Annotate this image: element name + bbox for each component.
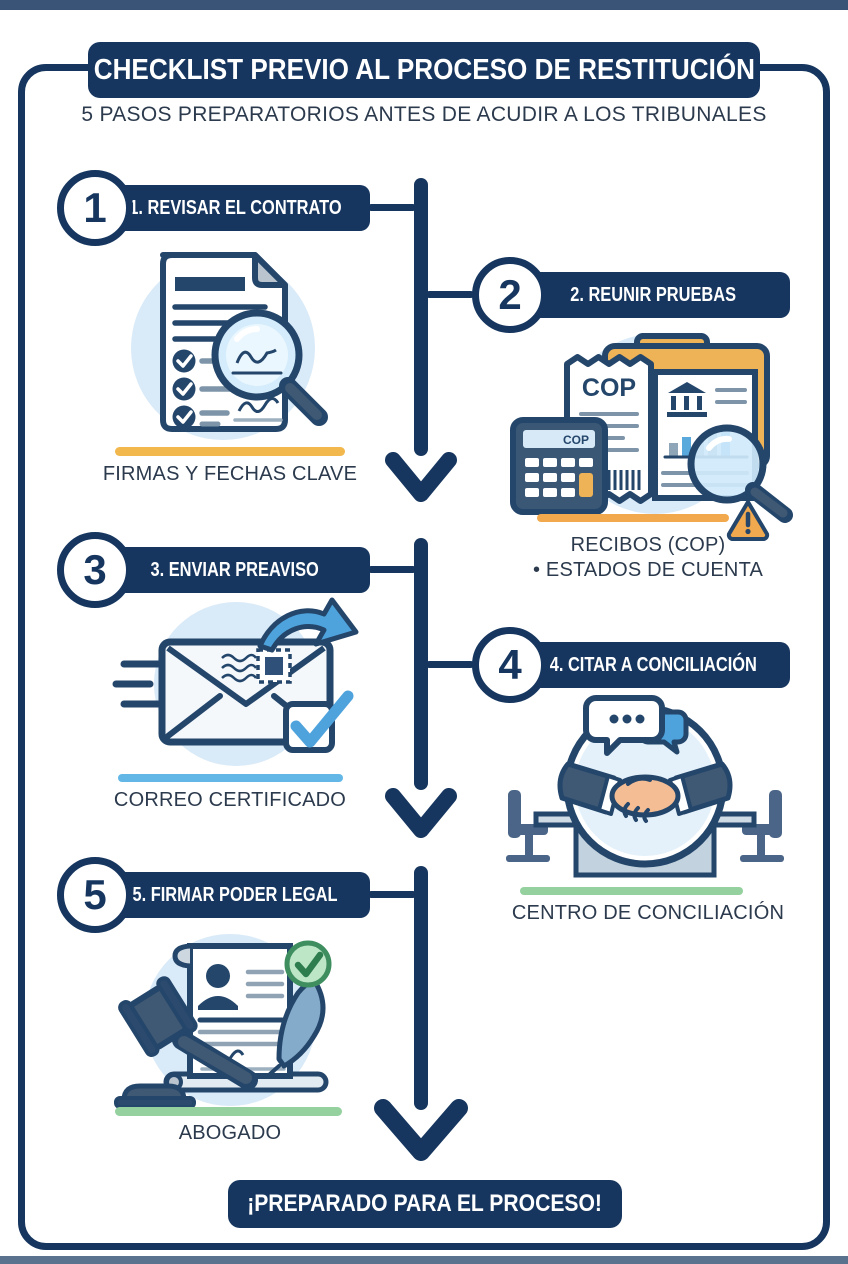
contract-magnifier-icon [131, 252, 328, 440]
step-1-underline-bar [115, 447, 345, 456]
flow-line-segment-2 [414, 538, 428, 790]
handshake-icon [557, 761, 733, 823]
flow-line-segment-1 [414, 178, 428, 456]
step-3-label: 3. ENVIAR PREAVISO [150, 558, 320, 581]
step-2-number-badge: 2 [472, 257, 548, 333]
page-title: CHECKLIST PREVIO AL PROCESO DE RESTITUCI… [88, 42, 760, 98]
signature-icon [233, 397, 283, 422]
connector-step-2 [426, 291, 474, 298]
step-3-caption: CORREO CERTIFICADO [113, 789, 347, 811]
checkbox-icon [283, 690, 354, 753]
step-5-number-badge: 5 [57, 857, 133, 933]
ready-banner: ¡PREPARADO PARA EL PROCESO! [228, 1180, 622, 1228]
avatar [198, 996, 238, 1010]
connector-step-1 [368, 204, 416, 211]
magnifier-icon [687, 424, 793, 523]
avatar [206, 964, 230, 988]
postmark-waves-icon [221, 653, 258, 683]
step-5-label-pill: 5. FIRMAR PODER LEGAL [100, 872, 370, 918]
step-3-underline-bar [118, 774, 343, 782]
step-4-label-pill: 4. CITAR A CONCILIACIÓN [516, 642, 790, 688]
bottom-edge-bar [0, 1256, 848, 1264]
step-2-underline-bar [537, 514, 729, 522]
step-3-label-pill: 3. ENVIAR PREAVISO [100, 547, 370, 593]
calculator-icon: COP [510, 417, 608, 515]
approved-check-icon [284, 940, 332, 988]
chair-icon [506, 790, 550, 862]
magnifier-icon [211, 309, 328, 426]
receipt-cop-label: COP [582, 374, 636, 402]
connector-step-5 [368, 891, 416, 898]
gavel-power-of-attorney-icon [114, 934, 332, 1109]
speed-lines-icon [112, 660, 162, 708]
calculator-display-label: COP [563, 433, 589, 447]
step-5-label: 5. FIRMAR PODER LEGAL [132, 883, 338, 906]
step-5-caption: ABOGADO [178, 1122, 282, 1144]
top-edge-bar [0, 0, 848, 10]
step-5-underline-bar [115, 1107, 342, 1116]
ready-banner-text: ¡PREPARADO PARA EL PROCESO! [247, 1190, 603, 1217]
postage-stamp-icon [221, 648, 292, 684]
down-arrow-icon [374, 1099, 468, 1161]
step-4-label: 4. CITAR A CONCILIACIÓN [549, 653, 757, 676]
step-2-label: 2. REUNIR PRUEBAS [570, 283, 736, 306]
step-3-number-badge: 3 [57, 532, 133, 608]
connector-step-3 [368, 566, 416, 573]
step-1-caption: FIRMAS Y FECHAS CLAVE [102, 463, 358, 485]
quill-pen-icon [268, 977, 326, 1076]
connector-step-4 [426, 661, 474, 668]
page-title-text: CHECKLIST PREVIO AL PROCESO DE RESTITUCI… [93, 53, 755, 86]
step-4-underline-bar [520, 887, 743, 895]
step-2-label-pill: 2. REUNIR PRUEBAS [516, 272, 790, 318]
step-2-caption: RECIBOS (COP) • ESTADOS DE CUENTA [532, 534, 764, 581]
speech-bubbles-icon [583, 695, 689, 756]
step-1-number-badge: 1 [57, 170, 133, 246]
step-4-number-badge: 4 [472, 627, 548, 703]
send-arrow-icon [257, 597, 359, 653]
page-subtitle: 5 PASOS PREPARATORIOS ANTES DE ACUDIR A … [81, 103, 767, 126]
down-arrow-icon [385, 788, 457, 838]
receipts-evidence-icon: COP [510, 333, 793, 523]
down-arrow-icon [385, 452, 457, 502]
step-1-label-pill: 1. REVISAR EL CONTRATO [100, 185, 370, 231]
warning-triangle-icon [726, 500, 770, 541]
step-1-label: 1. REVISAR EL CONTRATO [128, 196, 342, 219]
handshake-conciliation-icon [506, 695, 784, 878]
gavel-icon [114, 976, 258, 1109]
certified-mail-icon [112, 597, 359, 766]
flow-line-segment-3 [414, 866, 428, 1110]
step-4-caption: CENTRO DE CONCILIACIÓN [511, 902, 785, 924]
